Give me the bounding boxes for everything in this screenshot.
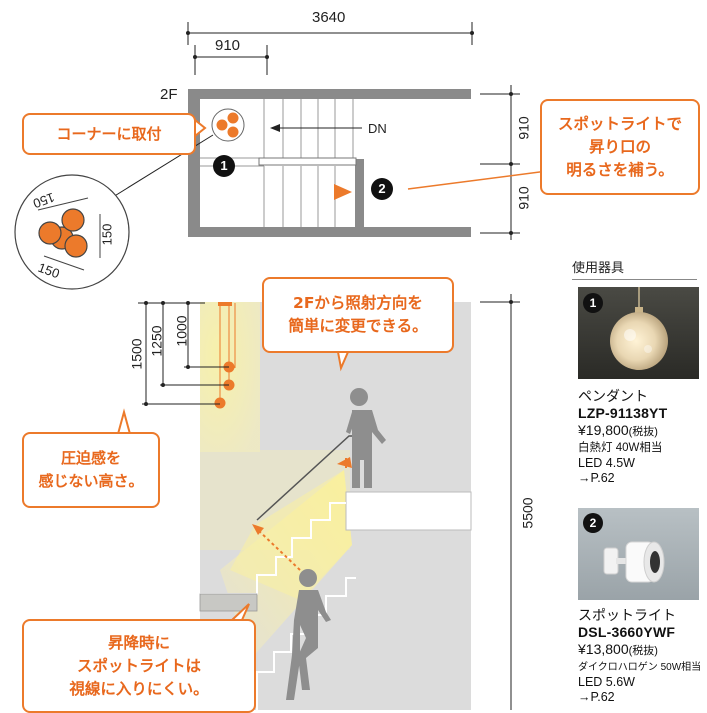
fixture-2-name: スポットライト [578, 607, 676, 623]
spotlight-plan-callout: スポットライトで 昇り口の 明るさを補う。 [540, 99, 700, 195]
dim-part-label: 910 [215, 37, 241, 54]
direction-callout: 2Fから照射方向を 簡単に変更できる。 [262, 277, 454, 353]
corner-detail [14, 174, 130, 290]
fixture-1-tax: (税抜) [628, 426, 658, 438]
dim-1000-label: 1000 [173, 315, 190, 347]
fixture-2-led: LED 5.6W [578, 675, 635, 689]
fixture-badge-1: 1 [583, 293, 603, 313]
section-view [138, 294, 520, 710]
lower-person-figure [286, 569, 331, 700]
dn-label: DN [368, 121, 387, 136]
dim-right-top-label: 910 [515, 116, 532, 140]
corner-callout: コーナーに取付 [22, 113, 196, 155]
dim-right-bottom-label: 910 [515, 186, 532, 210]
floor-label: 2F [160, 86, 178, 103]
plan-marker-2: 2 [371, 178, 393, 200]
dim-1500-label: 1500 [128, 338, 145, 370]
fixture-1-price: ¥19,800 [578, 422, 629, 438]
fixture-2-text: スポットライト DSL-3660YWF ¥13,800(税抜) ダイクロハロゲン… [578, 607, 703, 705]
fixture-1-page: →P.62 [578, 471, 615, 485]
upper-person-figure [346, 388, 386, 488]
fixture-1-detail: 白熱灯 40W相当 [578, 442, 663, 454]
dim-1250-label: 1250 [148, 325, 165, 357]
glare-callout: 昇降時に スポットライトは 視線に入りにくい。 [22, 619, 256, 713]
dim-total-label: 3640 [312, 9, 346, 26]
fixture-2-price: ¥13,800 [578, 641, 629, 657]
dim-height-label: 5500 [519, 497, 536, 529]
detail-dim-right: 150 [99, 223, 115, 246]
plan-marker-1: 1 [213, 155, 235, 177]
fixture-1-code: LZP-91138YT [578, 405, 668, 421]
fixture-badge-2: 2 [583, 513, 603, 533]
pressure-callout: 圧迫感を 感じない高さ。 [22, 432, 160, 508]
fixture-2-tax: (税抜) [628, 645, 658, 657]
fixture-1-text: ペンダント LZP-91138YT ¥19,800(税抜) 白熱灯 40W相当 … [578, 388, 703, 486]
fixture-2-page: →P.62 [578, 690, 615, 704]
fixture-1-name: ペンダント [578, 388, 648, 404]
fixture-1-led: LED 4.5W [578, 456, 635, 470]
fixtures-divider [572, 279, 697, 280]
fixture-2-detail: ダイクロハロゲン 50W相当 [578, 662, 702, 673]
fixtures-heading: 使用器具 [572, 261, 625, 276]
fixture-2-code: DSL-3660YWF [578, 624, 676, 640]
